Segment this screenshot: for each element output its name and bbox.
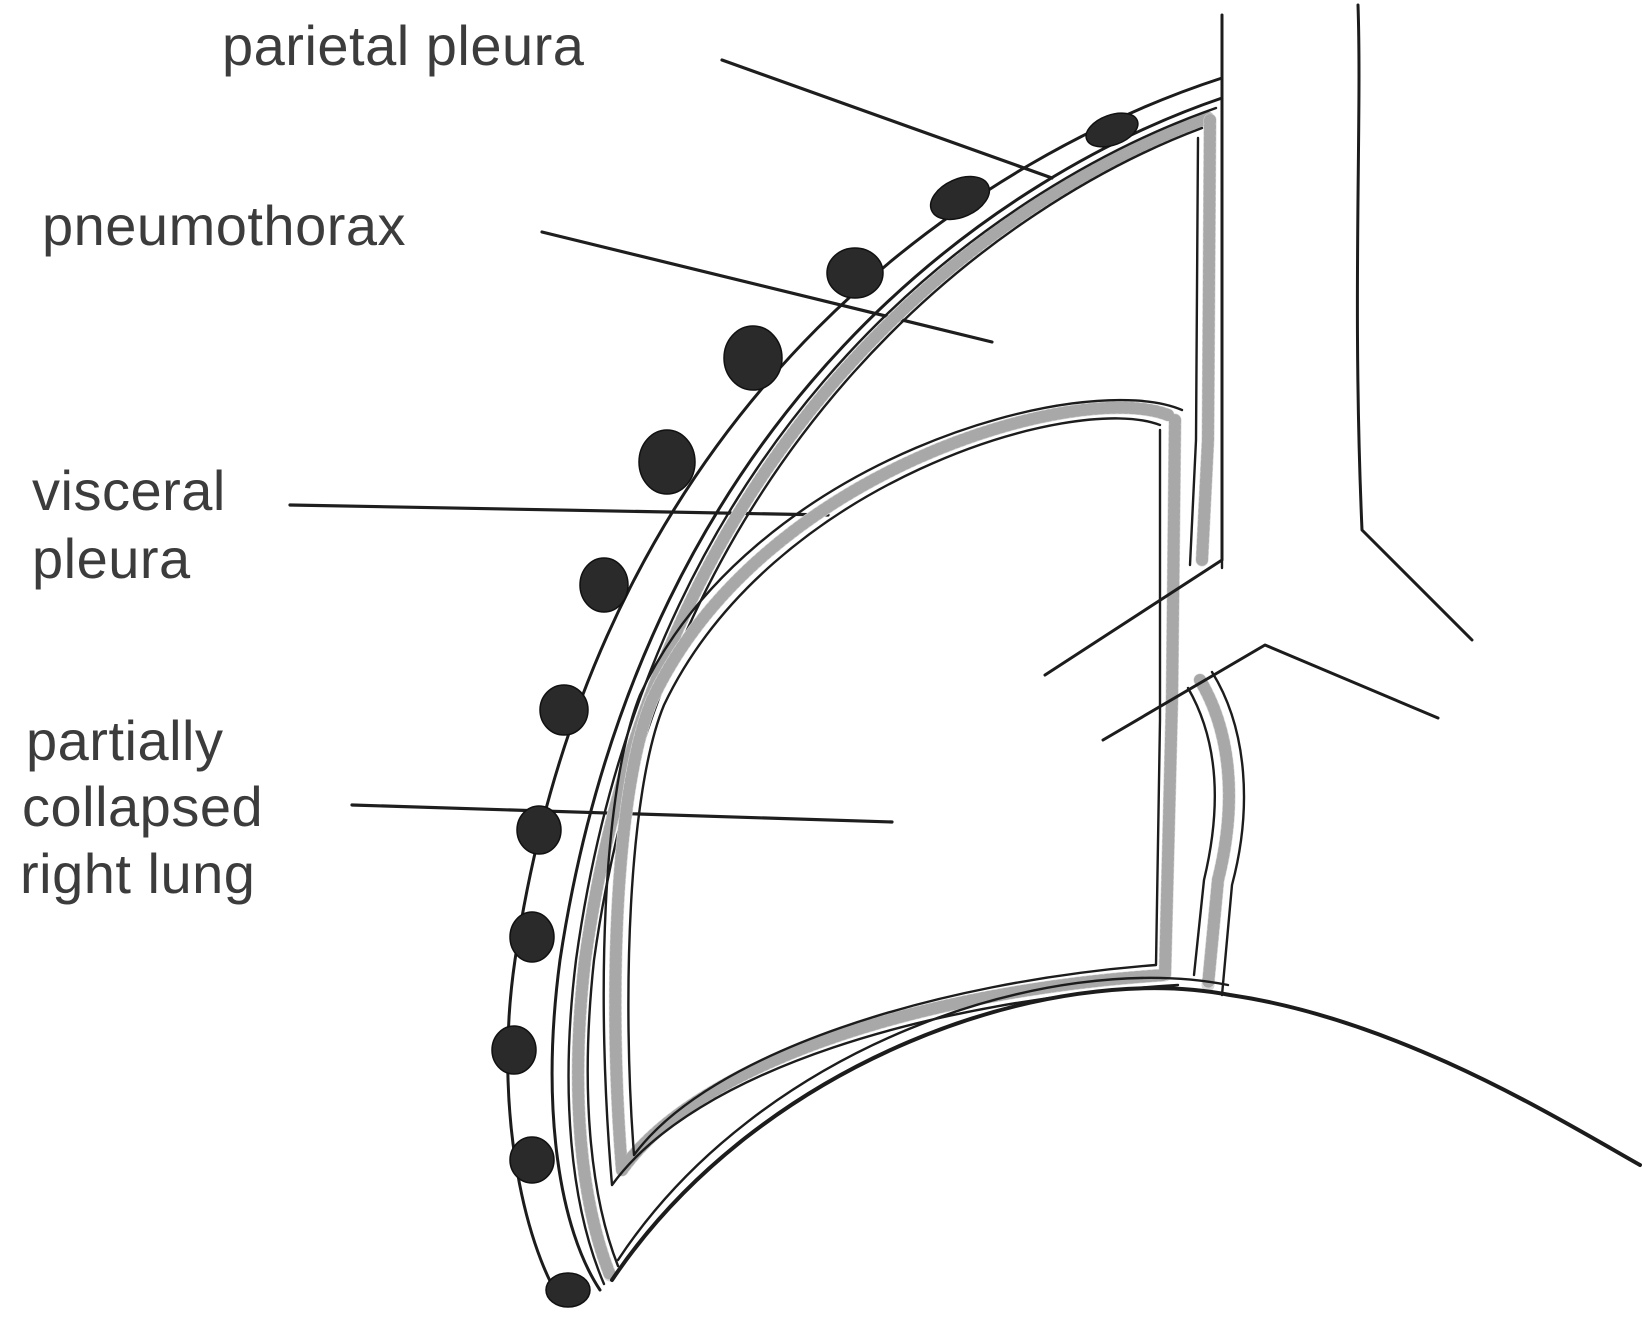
parietal-pleura — [569, 78, 1244, 1284]
label-parietal-pleura: parietal pleura — [222, 14, 585, 77]
vessel — [639, 430, 695, 494]
vessel — [540, 685, 588, 735]
leader-parietal-pleura — [722, 60, 1052, 178]
visceral-pleura — [604, 400, 1182, 1185]
vessel — [924, 168, 996, 228]
vessel — [517, 806, 561, 854]
vessel — [510, 912, 554, 962]
diaphragm — [612, 978, 1640, 1280]
label-pneumothorax: pneumothorax — [42, 194, 406, 257]
label-visceral-pleura-line1: visceral — [32, 459, 226, 522]
vessel — [510, 1137, 554, 1183]
label-collapsed-lung-line1: partially — [26, 709, 223, 772]
vessel — [580, 558, 628, 612]
vessel — [724, 326, 782, 390]
vessel — [492, 1026, 536, 1074]
label-collapsed-lung-line3: right lung — [20, 842, 255, 905]
label-collapsed-lung-line2: collapsed — [22, 775, 263, 838]
vessel — [546, 1273, 590, 1307]
label-visceral-pleura-line2: pleura — [32, 527, 191, 590]
vessel — [827, 248, 883, 298]
